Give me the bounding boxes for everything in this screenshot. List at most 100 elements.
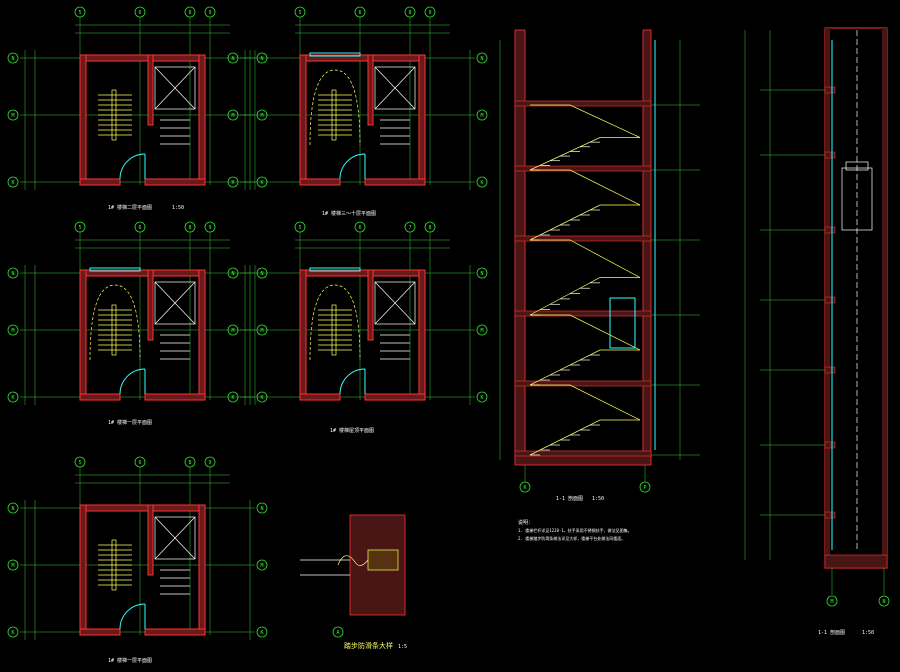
detail-bubble-label: A	[336, 630, 339, 636]
elev-pit	[824, 554, 888, 569]
door-swing	[119, 603, 146, 630]
grid-row-bubble-left-circle	[7, 52, 19, 64]
grid-col-bubble-label: 6	[358, 10, 361, 16]
grid-col-bubble-label: 8	[188, 225, 191, 231]
grid-col-bubble-label: 6	[138, 10, 141, 16]
grid-row-bubble-left-label: K	[11, 395, 14, 401]
elevator-cross-2	[154, 281, 196, 325]
stair-arc	[309, 69, 361, 146]
grid-col-bubble-circle	[404, 221, 416, 233]
elev-floor-stub	[824, 366, 836, 374]
section-grid-bubble-circle	[519, 481, 531, 493]
note-1: 1. 楼梯栏杆详见12J8-1，扶手采用不锈钢扶手，做法见图集。	[518, 527, 632, 533]
detail-handrail	[337, 555, 369, 566]
grid-col-bubble-circle	[74, 221, 86, 233]
section-floor-slab	[514, 380, 652, 387]
elev-floor-stub	[824, 296, 836, 304]
wall-bottom-left	[299, 178, 341, 186]
wall-bottom-right	[144, 628, 206, 636]
elev-grid-bubble-circle	[878, 595, 890, 607]
grid-row-bubble-left-label: N	[11, 271, 14, 277]
plan-scale-1: 1:50	[172, 205, 184, 211]
grid-row-bubble-right-circle	[256, 559, 268, 571]
door-swing	[339, 153, 366, 180]
grid-row-bubble-left-circle	[227, 324, 239, 336]
grid-row-bubble-left-circle	[7, 502, 19, 514]
section-floor-slab	[514, 100, 652, 107]
grid-row-bubble-left-circle	[7, 559, 19, 571]
section-grid-bubble-circle	[639, 481, 651, 493]
grid-col-bubble-circle	[424, 221, 436, 233]
stair-run-up	[529, 277, 640, 316]
grid-row-bubble-left-label: N	[11, 56, 14, 62]
grid-row-bubble-right-label: N	[480, 56, 483, 62]
grid-row-bubble-right-circle	[476, 324, 488, 336]
detail-title: 踏步防滑条大样	[344, 641, 393, 650]
grid-col-bubble-label: 5	[298, 10, 301, 16]
wall-bottom-left	[79, 628, 121, 636]
window-glass	[309, 267, 361, 272]
grid-row-bubble-left-label: K	[231, 395, 234, 401]
wall-shaft	[147, 269, 154, 341]
grid-row-bubble-right-circle	[476, 267, 488, 279]
plan-title-1: 1# 楼梯二层平面图	[108, 204, 152, 211]
detail-bubble-circle	[332, 626, 344, 638]
grid-row-bubble-left-label: K	[11, 180, 14, 186]
grid-row-bubble-left-circle	[7, 176, 19, 188]
grid-col-bubble-circle	[424, 6, 436, 18]
door-swing	[339, 368, 366, 395]
grid-row-bubble-right-label: N	[260, 506, 263, 512]
grid-col-bubble-label: 8	[188, 10, 191, 16]
section-floor-slab	[514, 235, 652, 242]
plan-title-4: 1# 楼梯屋顶平面图	[330, 427, 374, 434]
grid-col-bubble-label: 6	[358, 225, 361, 231]
wall-right	[418, 269, 426, 401]
grid-row-bubble-left-circle	[227, 267, 239, 279]
elev-grid-bubble-circle	[826, 595, 838, 607]
grid-row-bubble-right-label: K	[260, 630, 263, 636]
grid-col-bubble-label: 5	[298, 225, 301, 231]
elev-grid-bubble-label: N	[882, 599, 885, 605]
elev-scale: 1:50	[862, 630, 874, 636]
plan-title-2: 1# 楼梯三～十层平面图	[322, 210, 376, 217]
stair-run-down	[530, 314, 641, 351]
wall-right	[198, 54, 206, 186]
elevator-cross-2	[374, 281, 416, 325]
stair-arc	[89, 284, 141, 361]
section-title: 1-1 剖面图	[556, 495, 583, 502]
elev-floor-stub	[824, 511, 836, 519]
grid-row-bubble-left-label: M	[231, 113, 234, 119]
wall-left	[79, 504, 87, 636]
stair-handrail	[111, 89, 117, 141]
wall-shaft	[367, 54, 374, 126]
grid-row-bubble-left-circle	[227, 176, 239, 188]
door-swing	[119, 153, 146, 180]
stair-flight	[318, 304, 352, 356]
wall-shaft	[147, 504, 154, 576]
stair-arc	[309, 284, 361, 361]
grid-row-bubble-left-label: M	[11, 563, 14, 569]
elev-floor-stub	[824, 86, 836, 94]
grid-row-bubble-left-circle	[7, 324, 19, 336]
stair-run-down	[530, 239, 641, 278]
grid-row-bubble-right-circle	[476, 52, 488, 64]
grid-col-bubble-circle	[74, 6, 86, 18]
section-wall-left	[514, 29, 526, 461]
elev-floor-stub	[824, 151, 836, 159]
elev-title: 1-1 剖面图	[818, 629, 845, 636]
wall-bottom-left	[79, 178, 121, 186]
grid-row-bubble-left-label: K	[11, 630, 14, 636]
stair-run-up	[529, 137, 640, 171]
section-wall-right	[642, 29, 652, 461]
grid-col-bubble-circle	[74, 456, 86, 468]
plan-title-3: 1# 楼梯一层平面图	[108, 419, 152, 426]
wall-bottom-left	[79, 393, 121, 401]
wall-left	[79, 54, 87, 186]
wall-right	[418, 54, 426, 186]
